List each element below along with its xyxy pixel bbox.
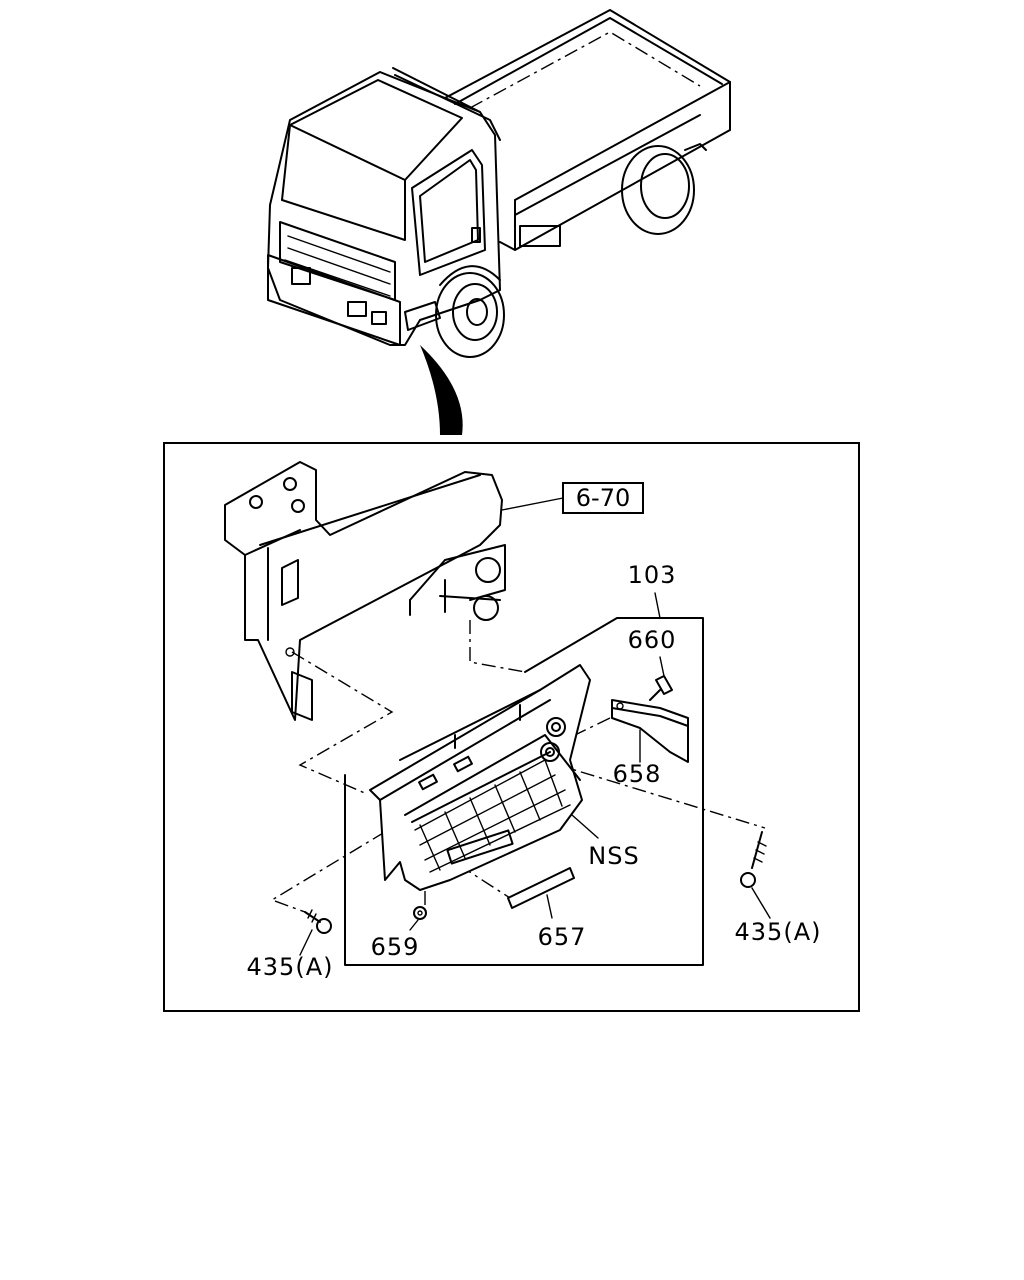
truck-overview-illustration (267, 9, 731, 358)
part-658-bracket (611, 699, 689, 763)
cab-body-panel (224, 461, 506, 721)
part-435a-screw-left (304, 909, 332, 934)
reference-label-6-70: 6-70 (576, 484, 630, 512)
label-435a-left: 435(A) (247, 953, 334, 981)
assembly-group-box-103 (344, 617, 704, 966)
label-660: 660 (628, 626, 677, 654)
part-435a-screw-right (740, 831, 767, 888)
label-435a-right: 435(A) (735, 918, 822, 946)
label-103: 103 (628, 561, 677, 589)
label-NSS: NSS (588, 842, 639, 870)
label-657: 657 (538, 923, 587, 951)
reference-box-6-70[interactable]: 6-70 (562, 482, 644, 514)
cab-step-assembly (369, 664, 591, 891)
label-659: 659 (371, 933, 420, 961)
part-660-bolt (649, 675, 673, 701)
detail-pointer-arrow (420, 345, 463, 435)
part-659-nut (413, 906, 427, 920)
part-657-reflector (507, 867, 575, 909)
label-658: 658 (613, 760, 662, 788)
detail-frame (163, 442, 860, 1012)
